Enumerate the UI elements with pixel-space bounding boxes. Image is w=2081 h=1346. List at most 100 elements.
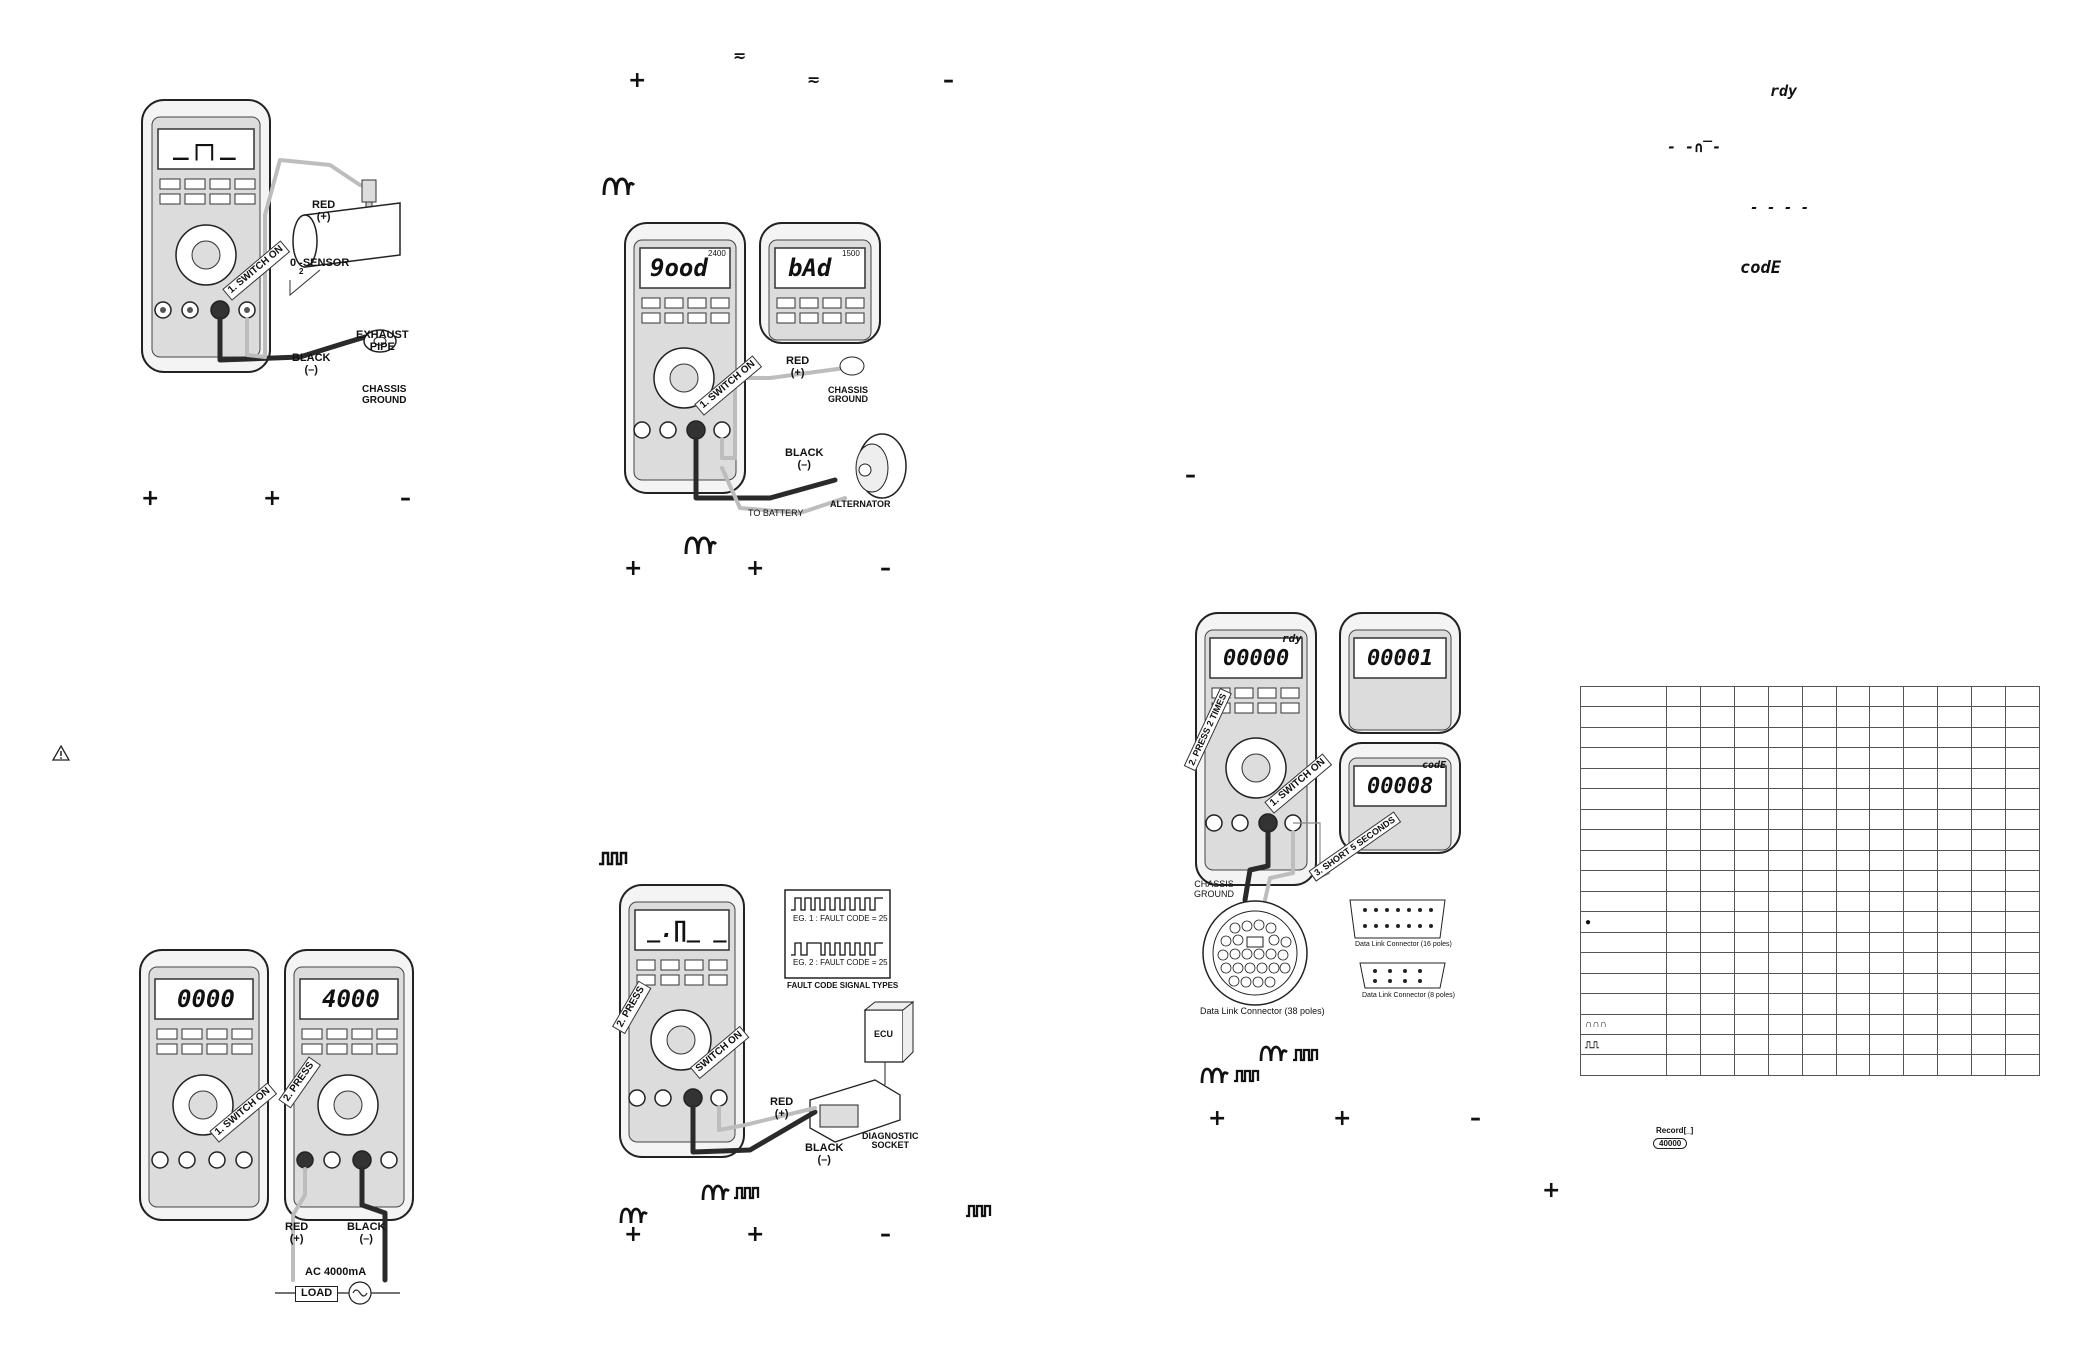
table-cell (1869, 952, 1905, 974)
table-cell (1699, 1013, 1735, 1035)
table-cell (2005, 808, 2040, 831)
plus-sign: + (628, 68, 647, 93)
table-cell (1767, 808, 1803, 831)
coil-icon: ∩∩∩ (1585, 1019, 1607, 1031)
table-cell (1903, 931, 1939, 954)
lcd-reading-bottom-right: 00008 (1367, 774, 1434, 799)
table-cell (1835, 972, 1871, 995)
table-cell (1971, 829, 2007, 851)
table-cell (1666, 1033, 1701, 1056)
coil-icon (1259, 1045, 1288, 1062)
table-cell (1801, 788, 1837, 810)
table-cell (1733, 911, 1769, 933)
table-cell (1767, 685, 1803, 708)
lcd-reading-right: 4000 (322, 985, 380, 1013)
table-cell (1801, 1033, 1837, 1056)
label-o2-sensor: 0 -SENSOR (290, 257, 350, 269)
table-cell (1666, 685, 1701, 708)
table-cell (1835, 767, 1871, 790)
table-row (1580, 952, 2040, 974)
table-cell (1733, 726, 1769, 749)
table-cell (1937, 788, 1973, 810)
label-red: RED(+) (285, 1221, 309, 1245)
record-label: Record[_] (1656, 1126, 1694, 1135)
coil-icon (602, 177, 636, 196)
figure-fault-code: _.∏_ _ EG. 1 : FAULT CODE = 25 EG. 2 : F… (611, 880, 919, 1170)
table-row (1580, 747, 2040, 769)
table-cell (1580, 993, 1667, 1015)
lcd-sub-reading-left: 2400 (708, 249, 726, 258)
table-cell (1937, 829, 1973, 851)
table-cell (1835, 993, 1871, 1015)
table-cell (1767, 952, 1803, 974)
dual-multimeter-illustration (139, 949, 414, 1305)
table-cell: ● (1580, 911, 1667, 933)
table-cell (1937, 911, 1973, 933)
table-cell (2005, 972, 2040, 995)
table-cell (1666, 726, 1701, 749)
table-row (1580, 972, 2040, 995)
label-eg2: EG. 2 : FAULT CODE = 25 (793, 958, 888, 967)
table-cell (1733, 747, 1769, 769)
table-cell (2005, 890, 2040, 913)
table-cell (1835, 726, 1871, 749)
table-cell (1971, 952, 2007, 974)
table-cell (1666, 788, 1701, 810)
plus-sign: + (1542, 1178, 1561, 1203)
alternator-test-illustration (624, 222, 907, 515)
table-cell (1733, 685, 1769, 708)
table-cell (1869, 870, 1905, 892)
minus-sign: – (943, 68, 954, 93)
table-cell (1580, 685, 1667, 708)
table-cell (1699, 870, 1735, 892)
table-cell (2005, 685, 2040, 708)
table-cell (1733, 808, 1769, 831)
table-cell (1971, 993, 2007, 1015)
table-cell (1971, 788, 2007, 810)
table-cell (1869, 829, 1905, 851)
table-cell (1699, 890, 1735, 913)
code-open: - -∩̅- (1667, 138, 1722, 156)
table-cell (2005, 726, 2040, 749)
table-cell (1767, 1054, 1803, 1076)
table-cell (1699, 1033, 1735, 1056)
data-link-illustration (1195, 612, 1461, 1006)
table-cell (1580, 706, 1667, 728)
table-cell (1903, 788, 1939, 810)
table-cell (1580, 870, 1667, 892)
lcd-reading-good: 9ood (650, 254, 708, 282)
table-cell (1869, 1054, 1905, 1076)
table-cell (1666, 931, 1701, 954)
table-cell (1869, 808, 1905, 831)
table-cell (2005, 870, 2040, 892)
table-cell (1835, 931, 1871, 954)
table-cell (1699, 685, 1735, 708)
table-cell (1835, 952, 1871, 974)
table-cell (1937, 1033, 1973, 1056)
table-cell (1666, 993, 1701, 1015)
figure-ac-current: 0000 4000 1. SWITCH ON 2. PRESS RED(+) B… (135, 945, 425, 1305)
table-cell (1580, 890, 1667, 913)
label-red: RED(+) (786, 355, 810, 379)
table-cell (1835, 808, 1871, 831)
table-cell (1666, 911, 1701, 933)
table-cell (1733, 1013, 1769, 1035)
table-cell (1699, 849, 1735, 872)
table-cell (1903, 767, 1939, 790)
table-row (1580, 829, 2040, 851)
table-cell (1869, 849, 1905, 872)
table-cell (1801, 685, 1837, 708)
table-cell (1903, 972, 1939, 995)
table-cell (1666, 972, 1701, 995)
table-cell (1835, 1054, 1871, 1076)
pulse-icon (966, 1204, 992, 1218)
table-cell (1580, 849, 1667, 872)
table-cell (1733, 829, 1769, 851)
table-cell (1971, 726, 2007, 749)
table-cell (1835, 1033, 1871, 1056)
table-cell (1801, 849, 1837, 872)
plus-sign: + (141, 486, 160, 511)
table-row: ⎍⎍ (1580, 1033, 2040, 1056)
